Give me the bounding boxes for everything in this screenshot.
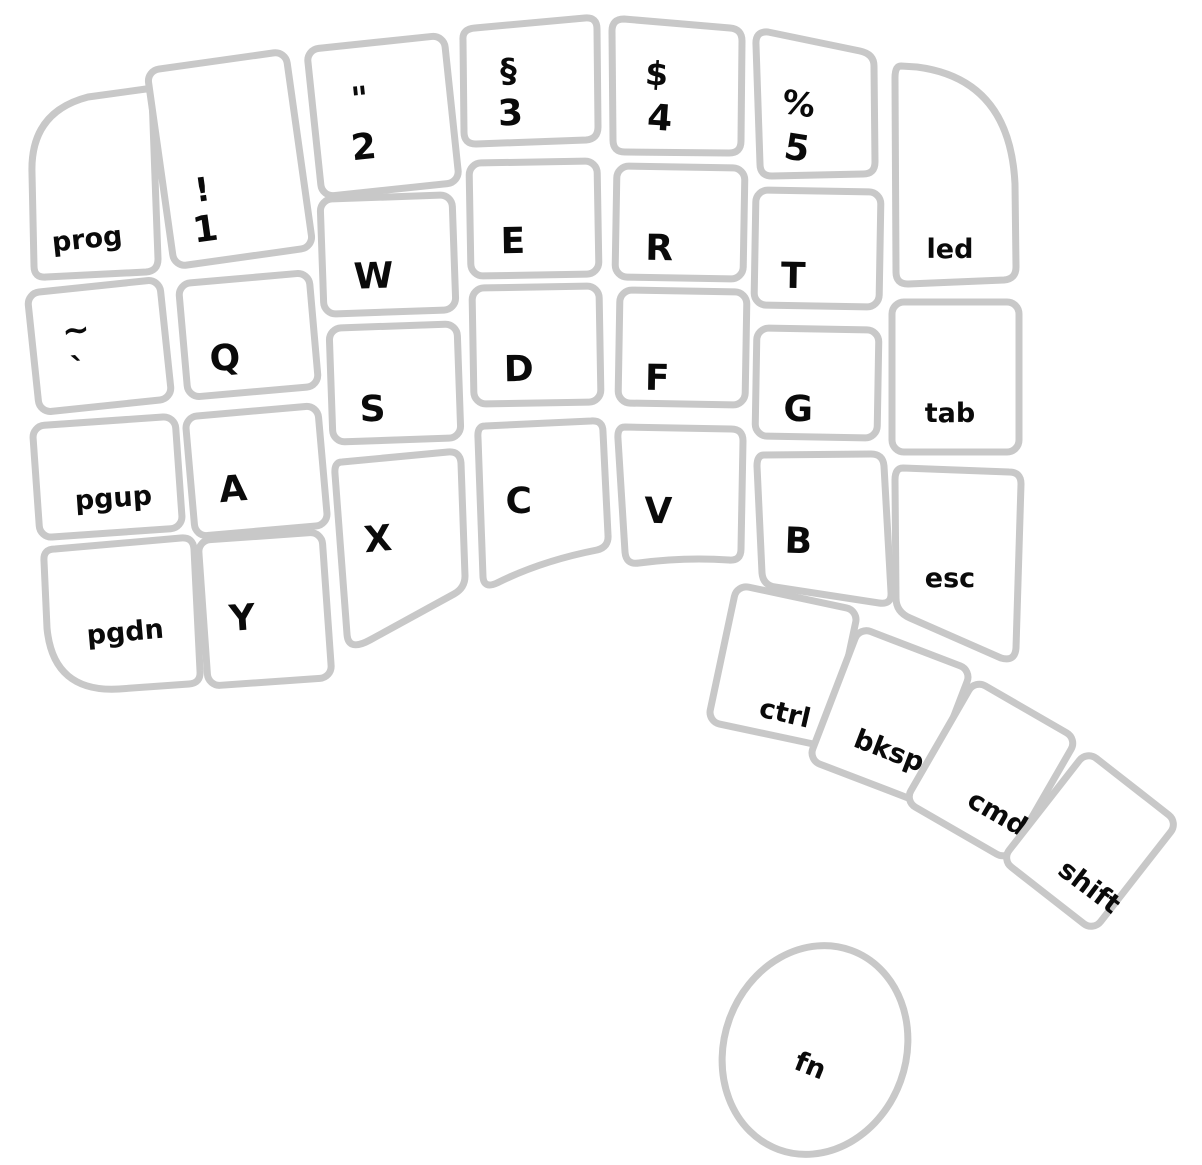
key-a-label: A (217, 468, 248, 511)
key-c-label: C (505, 481, 532, 522)
key-pgdn-label: pgdn (85, 614, 165, 652)
key-r: R (611, 162, 749, 283)
key-t-label: T (781, 256, 807, 297)
key-4-shape (608, 15, 746, 157)
key-e-shape (465, 157, 603, 280)
key-esc-shape (891, 464, 1025, 663)
key-g-shape (751, 324, 883, 442)
key-e: E (465, 157, 603, 280)
key-v-label: V (644, 491, 673, 532)
key-e-label: E (500, 221, 525, 262)
key-esc-label: esc (925, 563, 975, 594)
key-1-bottom-label: 1 (190, 208, 221, 252)
key-y: Y (195, 529, 335, 689)
key-2-top-label: " (349, 78, 370, 119)
key-ctrl: ctrl (706, 583, 860, 749)
key-y-label: Y (227, 597, 258, 640)
key-v: V (614, 423, 747, 567)
key-s-label: S (359, 389, 386, 431)
key-cmd: cmd (905, 680, 1077, 860)
key-fn-shape (718, 942, 912, 1158)
key-f: F (614, 286, 751, 409)
key-led-shape (891, 62, 1020, 288)
key-pgdn: pgdn (40, 534, 204, 693)
key-q-label: Q (208, 337, 242, 381)
key-c-shape (474, 417, 612, 589)
key-3-top-label: § (499, 51, 518, 91)
key-1-shape (144, 49, 316, 269)
key-2-shape (304, 32, 462, 200)
key-fn: fn (718, 942, 912, 1158)
key-prog-label: prog (50, 220, 123, 258)
key-shift-shape (1003, 752, 1177, 930)
key-prog: prog (28, 85, 162, 281)
key-grave: ~ ` (24, 277, 175, 415)
key-r-shape (611, 162, 749, 283)
key-b: B (753, 450, 895, 607)
key-4-top-label: $ (644, 53, 670, 94)
key-pgup-shape (29, 413, 186, 541)
key-x-label: X (362, 518, 393, 561)
key-grave-top-label: ~ (60, 309, 92, 351)
key-1-top-label: ! (192, 169, 212, 210)
key-cmd-shape (905, 680, 1077, 860)
key-pgup-label: pgup (74, 480, 153, 516)
key-a-shape (182, 402, 331, 540)
key-f-shape (614, 286, 751, 409)
key-5-top-label: % (779, 82, 818, 126)
key-d-label: D (503, 349, 534, 391)
key-b-label: B (784, 521, 813, 563)
key-d-shape (468, 282, 605, 408)
key-w-label: W (353, 255, 394, 297)
key-esc: esc (891, 464, 1025, 663)
key-3-shape (459, 14, 602, 148)
key-3: § 3 (459, 14, 602, 148)
key-5-shape (752, 28, 879, 180)
key-g: G (751, 324, 883, 442)
key-y-shape (195, 529, 335, 689)
key-c: C (474, 417, 612, 589)
key-x-shape (331, 448, 469, 649)
key-tab-label: tab (925, 398, 975, 429)
key-r-label: R (645, 228, 673, 269)
key-grave-shape (24, 277, 175, 415)
key-4: $ 4 (608, 15, 746, 157)
key-x: X (331, 448, 469, 649)
key-d: D (468, 282, 605, 408)
key-q-shape (175, 270, 322, 400)
key-shift: shift (1003, 752, 1177, 930)
key-q: Q (175, 270, 322, 400)
key-s: S (325, 320, 465, 446)
key-1: ! 1 (144, 49, 316, 269)
key-3-bottom-label: 3 (497, 92, 524, 134)
key-2-bottom-label: 2 (349, 126, 378, 169)
key-v-shape (614, 423, 747, 567)
key-t: T (750, 186, 885, 311)
key-pgdn-shape (40, 534, 204, 693)
key-led: led (891, 62, 1020, 288)
key-t-shape (750, 186, 885, 311)
key-4-bottom-label: 4 (646, 97, 674, 140)
key-tab: tab (888, 298, 1023, 456)
key-g-label: G (783, 389, 813, 431)
key-w-shape (316, 191, 460, 318)
key-grave-bottom-label: ` (69, 349, 89, 390)
key-tab-shape (888, 298, 1023, 456)
key-w: W (316, 191, 460, 318)
key-pgup: pgup (29, 413, 186, 541)
key-f-label: F (645, 358, 670, 399)
key-s-shape (325, 320, 465, 446)
key-a: A (182, 402, 331, 540)
key-5: % 5 (752, 28, 879, 180)
key-led-label: led (927, 234, 974, 265)
key-b-shape (753, 450, 895, 607)
key-2: " 2 (304, 32, 462, 200)
